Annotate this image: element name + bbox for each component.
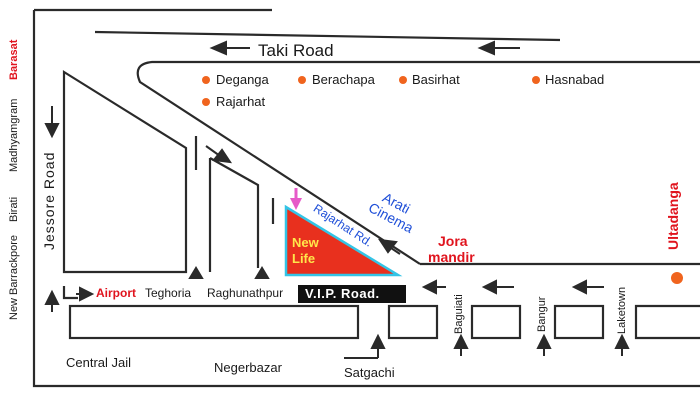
poi-dot-icon [202, 76, 210, 84]
taki-road-lower [136, 60, 700, 265]
place-jora-mandir-1: Jora [438, 233, 468, 249]
block-row-2 [387, 304, 439, 340]
poi-dot-icon [298, 76, 306, 84]
place-basirhat: Basirhat [412, 72, 460, 87]
arrow-up-icon [536, 333, 552, 349]
place-hasnabad: Hasnabad [545, 72, 605, 87]
place-negerbazar: Negerbazar [214, 360, 282, 375]
new-life-label-2: Life [292, 251, 316, 266]
arrow-up-icon [453, 333, 469, 349]
arrow-up-icon [44, 289, 60, 305]
middle-block [209, 157, 260, 268]
block-row-5 [634, 304, 700, 340]
arrow-up-icon [188, 266, 204, 279]
arrow-left-icon [481, 279, 497, 295]
new-life-label-1: New [292, 235, 319, 250]
arrow-up-icon [254, 266, 270, 279]
taki-road-upper [94, 30, 561, 42]
place-teghoria: Teghoria [145, 286, 192, 300]
poi-dot-icon [532, 76, 540, 84]
jessore-road-label: Jessore Road [41, 151, 57, 250]
place-satgachi: Satgachi [344, 365, 395, 380]
block-row-1 [68, 304, 360, 340]
frame-line [32, 10, 700, 388]
arrow-left-icon [477, 40, 495, 56]
place-berachapa: Berachapa [312, 72, 375, 87]
place-central-jail: Central Jail [66, 355, 132, 370]
place-rajarhat: Rajarhat [216, 94, 266, 109]
poi-dot-icon [202, 98, 210, 106]
new-life-triangle [284, 204, 403, 277]
ultadanga-dot-icon [671, 272, 683, 284]
location-marker-icon [290, 198, 302, 210]
arrow-up-icon [614, 333, 630, 349]
taki-road-label: Taki Road [258, 41, 334, 60]
arrow-down-icon [44, 123, 60, 139]
place-ultadanga: Ultadanga [665, 182, 681, 250]
arrow-left-icon [571, 279, 587, 295]
poi-dot-icon [399, 76, 407, 84]
place-baguiati: Baguiati [453, 294, 465, 334]
arrow-down-right-icon [212, 148, 233, 164]
arrow-right-icon [79, 286, 95, 302]
jessore-block [62, 70, 188, 274]
place-jora-mandir-2: mandir [428, 249, 475, 265]
place-madhyamgram: Madhyamgram [8, 98, 20, 172]
block-row-3 [470, 304, 522, 340]
place-bangur: Bangur [536, 296, 548, 332]
place-barasat: Barasat [8, 39, 20, 80]
place-birati: Birati [8, 196, 20, 222]
block-row-4 [553, 304, 605, 340]
vip-road-box [298, 285, 406, 303]
place-new-barrackpore: New Barrackpore [8, 235, 20, 320]
place-deganga: Deganga [216, 72, 269, 87]
place-airport: Airport [96, 286, 136, 300]
arrow-up-left-icon [377, 238, 398, 254]
place-raghunathpur: Raghunathpur [207, 286, 284, 300]
vip-road-label: V.I.P. Road. [305, 286, 380, 301]
arrow-left-icon [209, 40, 227, 56]
arrow-up-icon [370, 333, 386, 349]
place-laketown: Laketown [616, 286, 628, 334]
arrow-left-icon [421, 279, 437, 295]
